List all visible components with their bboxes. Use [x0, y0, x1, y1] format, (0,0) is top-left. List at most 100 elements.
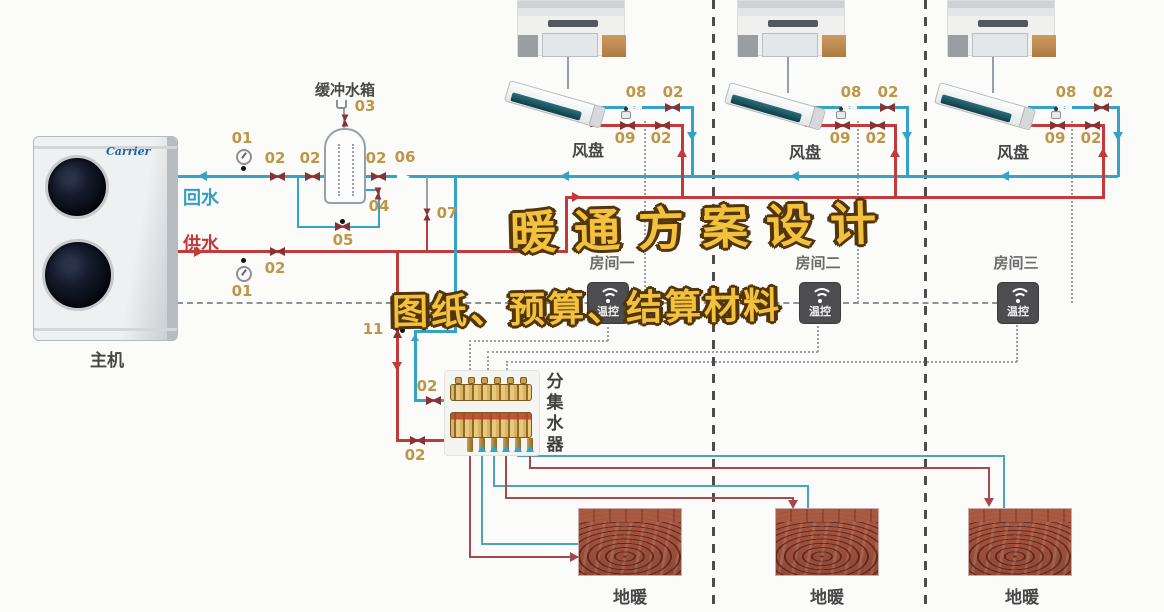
shutoff-valve: [870, 121, 885, 130]
manifold-arrow: [502, 445, 510, 452]
fancoil2-supply-riser: [894, 126, 897, 198]
tag-02: 02: [264, 149, 286, 167]
tag-02: 02: [662, 83, 684, 101]
loop1-return-h: [481, 543, 579, 545]
photo-fridge: [542, 33, 598, 57]
fancoil2-return-pipe: [813, 106, 908, 109]
tag-01: 01: [231, 282, 253, 300]
room-2-label: 房间二: [795, 254, 841, 272]
valve-actuator: [1051, 111, 1061, 119]
valve-handle-dot: [400, 328, 405, 333]
motorized-valve: [835, 121, 850, 130]
ceiling-vent-photo-3: [947, 0, 1056, 57]
photo-ceiling-band2: [518, 8, 624, 16]
manifold-return-bar: [450, 384, 532, 401]
vent-photo2-stem: [787, 55, 789, 93]
flow-arrow-down: [1113, 132, 1123, 141]
thermostat-2: 温控: [800, 283, 840, 323]
control-wire-actuator-3: [506, 361, 508, 378]
bypass-right: [378, 191, 380, 228]
valve-actuator: [836, 111, 846, 119]
thermostat-label: 温控: [597, 305, 619, 318]
heat-pump-unit: Carrier: [33, 136, 178, 341]
flow-arrow-up: [1098, 148, 1108, 157]
fancoil1-supply-riser: [681, 126, 684, 198]
flow-arrow-branch-up: [411, 334, 419, 341]
tank-texture: [338, 144, 340, 196]
control-wire-actuator-1: [469, 340, 471, 378]
tank-texture: [352, 144, 354, 196]
flow-arrow-return: [790, 171, 799, 181]
tag-02: 02: [865, 129, 887, 147]
flow-arrow-loop1: [570, 552, 579, 562]
tag-08: 08: [1055, 83, 1077, 101]
loop3-return-h: [517, 455, 1005, 457]
overlay-title-line2: 图纸、预算、结算材料: [391, 285, 783, 334]
manifold-stub: [467, 438, 473, 452]
fancoil-unit-2: [723, 82, 827, 135]
bypass-left: [297, 177, 299, 228]
air-vent-slot: [768, 20, 818, 27]
control-wire-zone2: [487, 351, 818, 353]
tag-08: 08: [625, 83, 647, 101]
floor-heating-photo-2: [775, 508, 879, 576]
wifi-icon: [597, 288, 621, 303]
manifold-nut: [494, 377, 501, 384]
manifold-supply-drop: [396, 252, 399, 442]
loop1-return-v: [481, 441, 483, 545]
tag-01: 01: [231, 129, 253, 147]
floor-heating-2-label: 地暖: [810, 588, 844, 608]
floor-heating-1-label: 地暖: [613, 588, 647, 608]
overlay-title-line1: 暖通方案设计: [509, 195, 895, 261]
actuator-antenna: [624, 107, 628, 111]
tag-09: 09: [829, 129, 851, 147]
fan-bottom: [42, 239, 114, 311]
unit-top-seam: [34, 146, 177, 149]
loop2-return-drop: [807, 485, 809, 509]
fancoil1-return-pipe: [598, 106, 693, 109]
loop3-supply-h: [529, 467, 990, 469]
manifold-supply-inlet: [396, 439, 454, 442]
control-wire-thermostat-1: [607, 322, 609, 341]
room-divider-2: [924, 0, 927, 612]
pressure-bypass-bottom: [426, 220, 428, 253]
unit-side-panel: [167, 137, 177, 340]
loop2-return-v: [493, 441, 495, 487]
manifold-return-drop: [454, 177, 457, 332]
motorized-valve: [1050, 121, 1065, 130]
fancoil3-return-drop: [1117, 106, 1120, 177]
loop2-supply-h: [505, 497, 794, 499]
tag-03: 03: [354, 97, 376, 115]
shutoff-valve: [410, 436, 425, 445]
flow-arrow-down: [902, 132, 912, 141]
shutoff-valve: [426, 396, 441, 405]
tank-drain-stub: [365, 189, 380, 191]
supply-riser-corner: [565, 196, 568, 253]
fancoil-1-label: 风盘: [571, 141, 604, 160]
thermostat-1: 温控: [588, 283, 628, 323]
fancoil2-supply-pipe: [805, 124, 897, 127]
tag-02: 02: [416, 377, 438, 395]
tag-02: 02: [650, 129, 672, 147]
fancoil3-return-pipe: [1028, 106, 1120, 109]
flow-arrow-up: [890, 148, 900, 157]
pressure-gauge-return: [236, 149, 252, 165]
valve-actuator: [621, 111, 631, 119]
ceiling-vent-photo-2: [737, 0, 846, 57]
motorized-valve: [620, 121, 635, 130]
shutoff-valve: [1085, 121, 1100, 130]
tag-04: 04: [368, 197, 390, 215]
control-wire-actuator-2: [487, 351, 489, 378]
loop3-return-drop: [1003, 455, 1005, 509]
flow-arrow-return: [560, 171, 569, 181]
room-3-label: 房间三: [993, 254, 1039, 272]
shutoff-valve: [1094, 103, 1109, 112]
floor-texture: [776, 509, 878, 522]
loop3-supply-drop: [988, 467, 990, 500]
flow-arrow-return: [198, 171, 207, 181]
shutoff-valve: [270, 172, 285, 181]
photo-wood-cabinet: [822, 35, 846, 57]
main-unit-label: 主机: [90, 351, 124, 371]
fancoil1-supply-pipe: [590, 124, 684, 127]
